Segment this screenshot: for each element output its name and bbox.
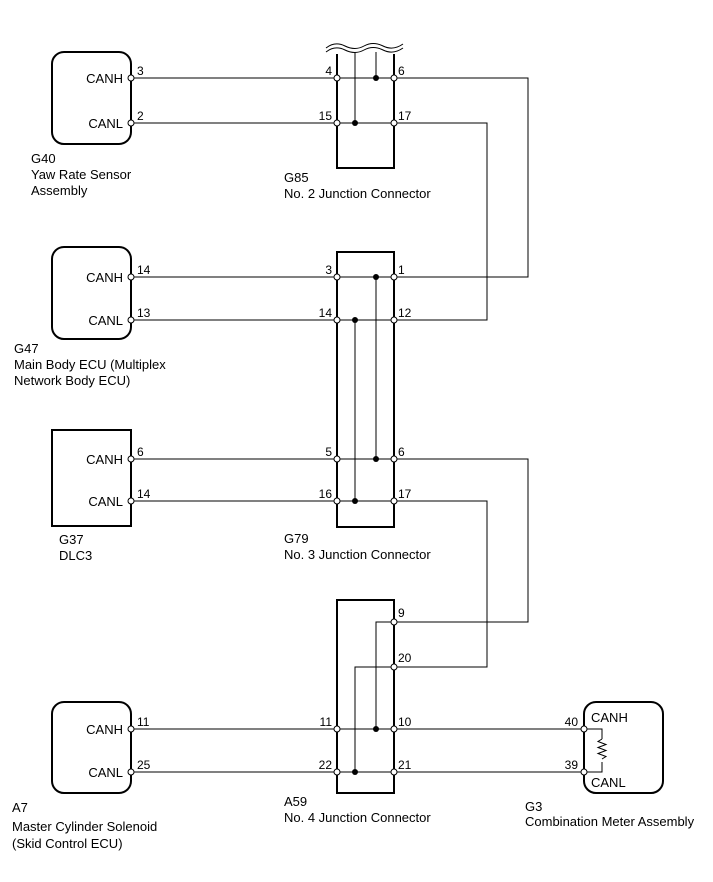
g79-pin-1: 1 (398, 263, 405, 277)
g85-break-mark (325, 42, 404, 54)
g79-pin-5: 5 (325, 445, 332, 459)
g40-canh-pin: 3 (137, 64, 144, 78)
a59-pin-21: 21 (398, 758, 412, 772)
g40-canh-label: CANH (86, 71, 123, 86)
g47-canh-label: CANH (86, 270, 123, 285)
g47-component-box[interactable] (51, 246, 132, 340)
a7-canl-label: CANL (88, 765, 123, 780)
g3-canh-label: CANH (591, 710, 628, 725)
g40-caption: G40 Yaw Rate Sensor Assembly (31, 151, 132, 198)
a59-name: No. 4 Junction Connector (284, 810, 431, 825)
a7-component-box[interactable] (51, 701, 132, 794)
g47-code: G47 (14, 341, 39, 356)
a7-canl-pin: 25 (137, 758, 151, 772)
g3-canl-pin: 39 (565, 758, 579, 772)
g37-canh-label: CANH (86, 452, 123, 467)
g85-pin-4: 4 (325, 64, 332, 78)
g37-canl-label: CANL (88, 494, 123, 509)
g85-pin-17: 17 (398, 109, 412, 123)
a7-canh-pin: 11 (137, 715, 150, 729)
g47-canh-pin: 14 (137, 263, 151, 277)
a7-name-line-1: Master Cylinder Solenoid (12, 819, 157, 834)
g47-caption: G47 Main Body ECU (Multiplex Network Bod… (14, 341, 166, 388)
g3-canl-label: CANL (591, 775, 626, 790)
wires (131, 52, 603, 773)
g79-pin-12: 12 (398, 306, 412, 320)
g40-component-box[interactable] (51, 51, 132, 145)
g79-pin-16: 16 (319, 487, 333, 501)
g79-pin-3: 3 (325, 263, 332, 277)
a59-pin-9: 9 (398, 606, 405, 620)
g47-canl-pin: 13 (137, 306, 151, 320)
g40-name-line-2: Assembly (31, 183, 88, 198)
g37-canl-pin: 14 (137, 487, 151, 501)
g79-code: G79 (284, 531, 309, 546)
g3-canh-pin: 40 (565, 715, 579, 729)
g37-caption: G37 DLC3 (59, 532, 92, 563)
g79-pin-17: 17 (398, 487, 412, 501)
g47-canl-label: CANL (88, 313, 123, 328)
junction-nodes (352, 75, 379, 775)
a7-name-line-2: (Skid Control ECU) (12, 836, 123, 851)
g79-name: No. 3 Junction Connector (284, 547, 431, 562)
g85-code: G85 (284, 170, 309, 185)
g40-code: G40 (31, 151, 56, 166)
g47-name-line-1: Main Body ECU (Multiplex (14, 357, 166, 372)
a59-connector-box[interactable] (336, 599, 395, 794)
g37-component-box[interactable] (51, 429, 132, 527)
g37-name-line-1: DLC3 (59, 548, 92, 563)
g40-canl-pin: 2 (137, 109, 144, 123)
g79-pin-14: 14 (319, 306, 333, 320)
g79-connector-box[interactable] (336, 251, 395, 528)
a59-pin-22: 22 (319, 758, 333, 772)
a7-canh-label: CANH (86, 722, 123, 737)
g3-component-box[interactable] (583, 701, 664, 794)
terminating-resistor-icon (596, 738, 608, 760)
a59-pin-20: 20 (398, 651, 412, 665)
g85-name: No. 2 Junction Connector (284, 186, 431, 201)
g40-canl-label: CANL (88, 116, 123, 131)
g3-code: G3 (525, 799, 542, 814)
g79-caption: G79 No. 3 Junction Connector (284, 531, 431, 562)
g85-pin-15: 15 (319, 109, 333, 123)
g37-canh-pin: 6 (137, 445, 144, 459)
a59-caption: A59 No. 4 Junction Connector (284, 794, 431, 825)
a59-pin-11: 11 (320, 715, 333, 729)
g3-caption: G3 Combination Meter Assembly (525, 799, 695, 829)
g85-pin-6: 6 (398, 64, 405, 78)
a7-code: A7 (12, 800, 28, 815)
a59-code: A59 (284, 794, 307, 809)
g37-code: G37 (59, 532, 84, 547)
a59-pin-10: 10 (398, 715, 412, 729)
g85-caption: G85 No. 2 Junction Connector (284, 170, 431, 201)
g85-connector-box[interactable] (336, 51, 395, 169)
terminals (127, 74, 588, 776)
g3-name-line-1: Combination Meter Assembly (525, 814, 695, 829)
g47-name-line-2: Network Body ECU) (14, 373, 130, 388)
g79-pin-6: 6 (398, 445, 405, 459)
g40-name-line-1: Yaw Rate Sensor (31, 167, 132, 182)
a7-caption: A7 Master Cylinder Solenoid (Skid Contro… (12, 800, 157, 851)
